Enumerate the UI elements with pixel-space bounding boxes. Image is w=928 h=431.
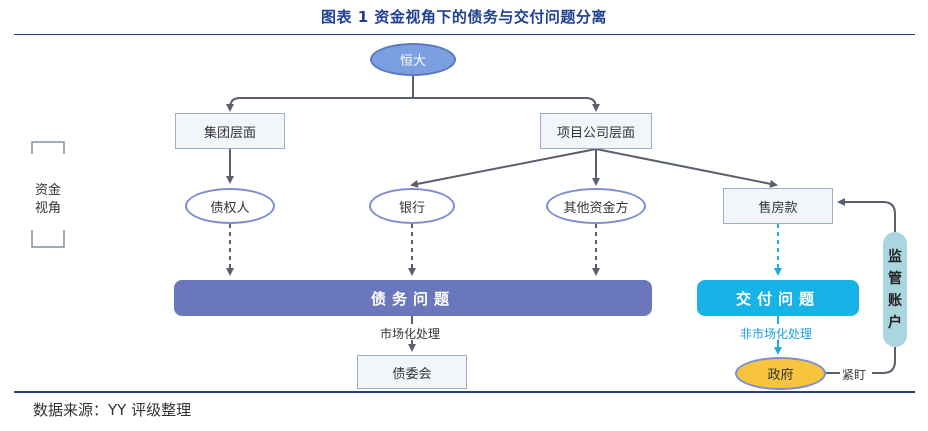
node-supervision-account: 监管账户 bbox=[883, 232, 907, 347]
bottom-rule bbox=[14, 391, 915, 393]
dashed-to-debt bbox=[226, 224, 600, 276]
top-rule bbox=[14, 34, 915, 35]
edge-label-market: 市场化处理 bbox=[380, 327, 441, 341]
debt-issue-bar: 债务问题 bbox=[174, 280, 652, 316]
edge-label-tighten: 紧盯 bbox=[842, 368, 867, 382]
figure-title: 图表 1 资金视角下的债务与交付问题分离 bbox=[321, 8, 607, 26]
node-other-funders: 其他资金方 bbox=[546, 188, 646, 224]
node-presale-funds: 售房款 bbox=[723, 188, 833, 224]
source-note: 数据来源：YY 评级整理 bbox=[33, 401, 192, 419]
split-connector bbox=[226, 76, 600, 112]
supervision-loop bbox=[826, 198, 896, 374]
node-government: 政府 bbox=[735, 357, 826, 390]
delivery-issue-bar: 交付问题 bbox=[697, 280, 859, 316]
node-project-level: 项目公司层面 bbox=[540, 113, 652, 149]
side-bracket bbox=[31, 141, 65, 248]
node-group-level: 集团层面 bbox=[175, 113, 285, 149]
node-creditor-committee: 债委会 bbox=[357, 355, 467, 389]
edge-label-non-market: 非市场化处理 bbox=[740, 327, 813, 341]
node-creditors: 债权人 bbox=[185, 188, 275, 224]
supervision-account-label: 监管账户 bbox=[888, 248, 902, 331]
node-banks: 银行 bbox=[369, 188, 455, 224]
side-label: 资金视角 bbox=[35, 183, 62, 216]
project-fanout bbox=[410, 148, 778, 188]
node-evergrande: 恒大 bbox=[370, 43, 456, 76]
